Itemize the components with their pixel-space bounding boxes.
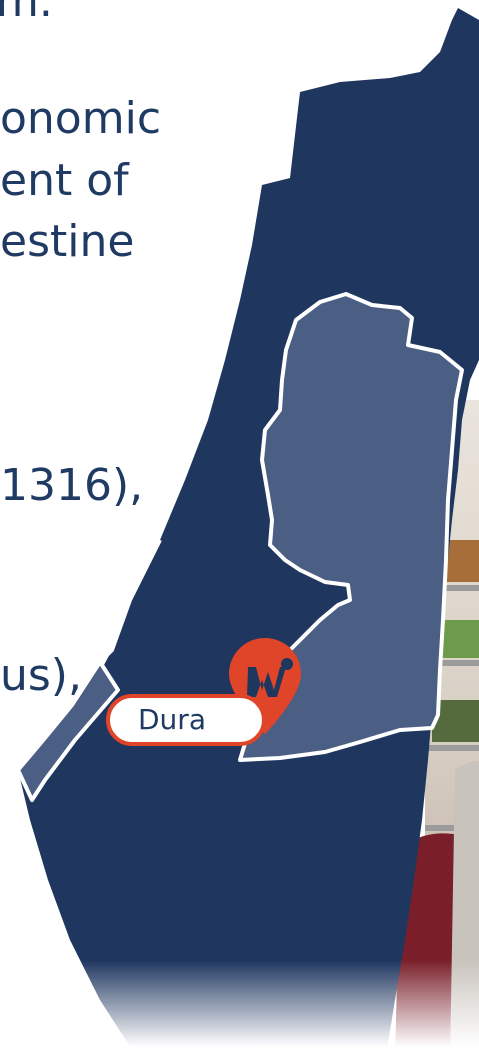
bottom-fade: [0, 960, 479, 1062]
land-region: [18, 8, 479, 1062]
shelf-goods: [440, 620, 479, 658]
shelf: [425, 660, 479, 666]
shelf: [425, 745, 479, 751]
background-text-line: us),: [0, 650, 82, 701]
location-label: Dura: [106, 694, 266, 746]
background-text-line: ent of: [0, 155, 129, 206]
background-text-line: m.: [0, 0, 53, 27]
background-text-line: onomic: [0, 93, 162, 144]
coastline-outline: [98, 539, 162, 664]
shelf: [425, 585, 479, 591]
background-text-line: estine: [0, 216, 135, 267]
background-text-line: 1316),: [0, 460, 144, 511]
shelf: [425, 825, 479, 831]
territory-region: [16, 660, 120, 802]
